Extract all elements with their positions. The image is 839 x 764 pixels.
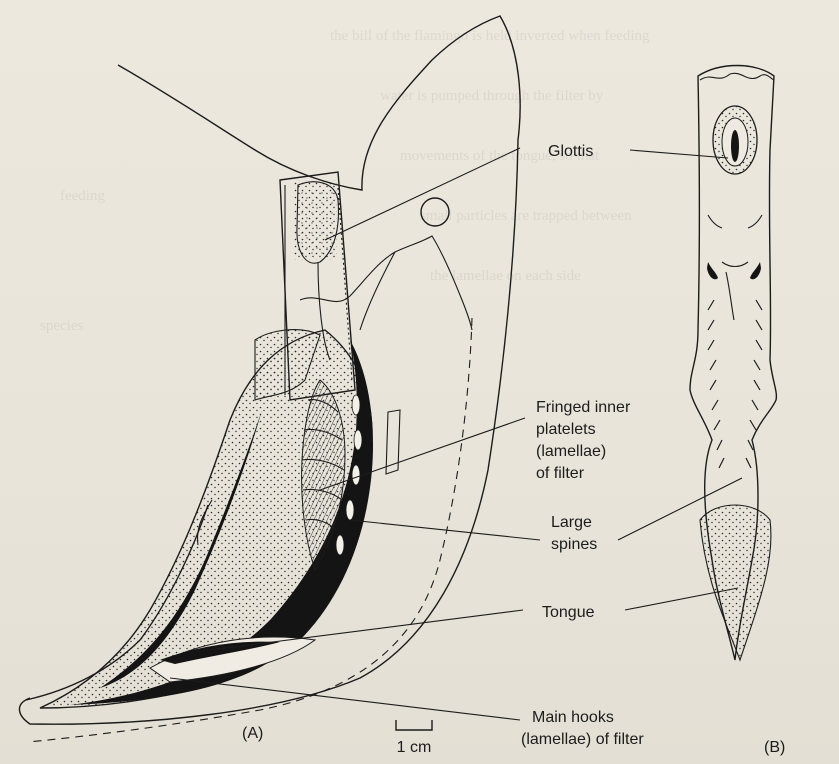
label-glottis: Glottis xyxy=(548,143,593,160)
panel-b-label: (B) xyxy=(764,739,785,756)
label-hooks-1: Main hooks xyxy=(532,709,614,726)
label-fringed-2: platelets xyxy=(536,421,596,438)
label-tongue: Tongue xyxy=(542,604,595,621)
label-fringed-1: Fringed inner xyxy=(536,399,631,416)
panel-a-bill-section xyxy=(19,16,520,742)
label-hooks-2: (lamellae) of filter xyxy=(521,731,644,748)
tongue-spines xyxy=(708,300,762,468)
glottis-leader-b xyxy=(630,150,728,158)
svg-text:water is pumped through the fi: water is pumped through the filter by xyxy=(380,88,604,104)
label-spines-1: Large xyxy=(551,514,592,531)
label-spines-2: spines xyxy=(551,536,597,553)
label-fringed-4: of filter xyxy=(536,465,585,482)
svg-text:species: species xyxy=(40,318,83,334)
svg-text:the bill of the flamingo is he: the bill of the flamingo is held inverte… xyxy=(330,28,650,44)
svg-text:the lamellae on each side: the lamellae on each side xyxy=(430,268,581,284)
spines-leader-a xyxy=(350,520,540,540)
svg-text:small particles are trapped be: small particles are trapped between xyxy=(420,208,632,224)
scale-bar-label: 1 cm xyxy=(397,739,432,756)
label-fringed-3: (lamellae) xyxy=(536,443,606,460)
panel-b-tongue-view xyxy=(690,66,776,661)
panel-a-label: (A) xyxy=(242,725,263,742)
tongue-tip xyxy=(700,505,771,660)
svg-text:feeding: feeding xyxy=(60,188,105,204)
scale-bar: 1 cm xyxy=(396,720,432,756)
